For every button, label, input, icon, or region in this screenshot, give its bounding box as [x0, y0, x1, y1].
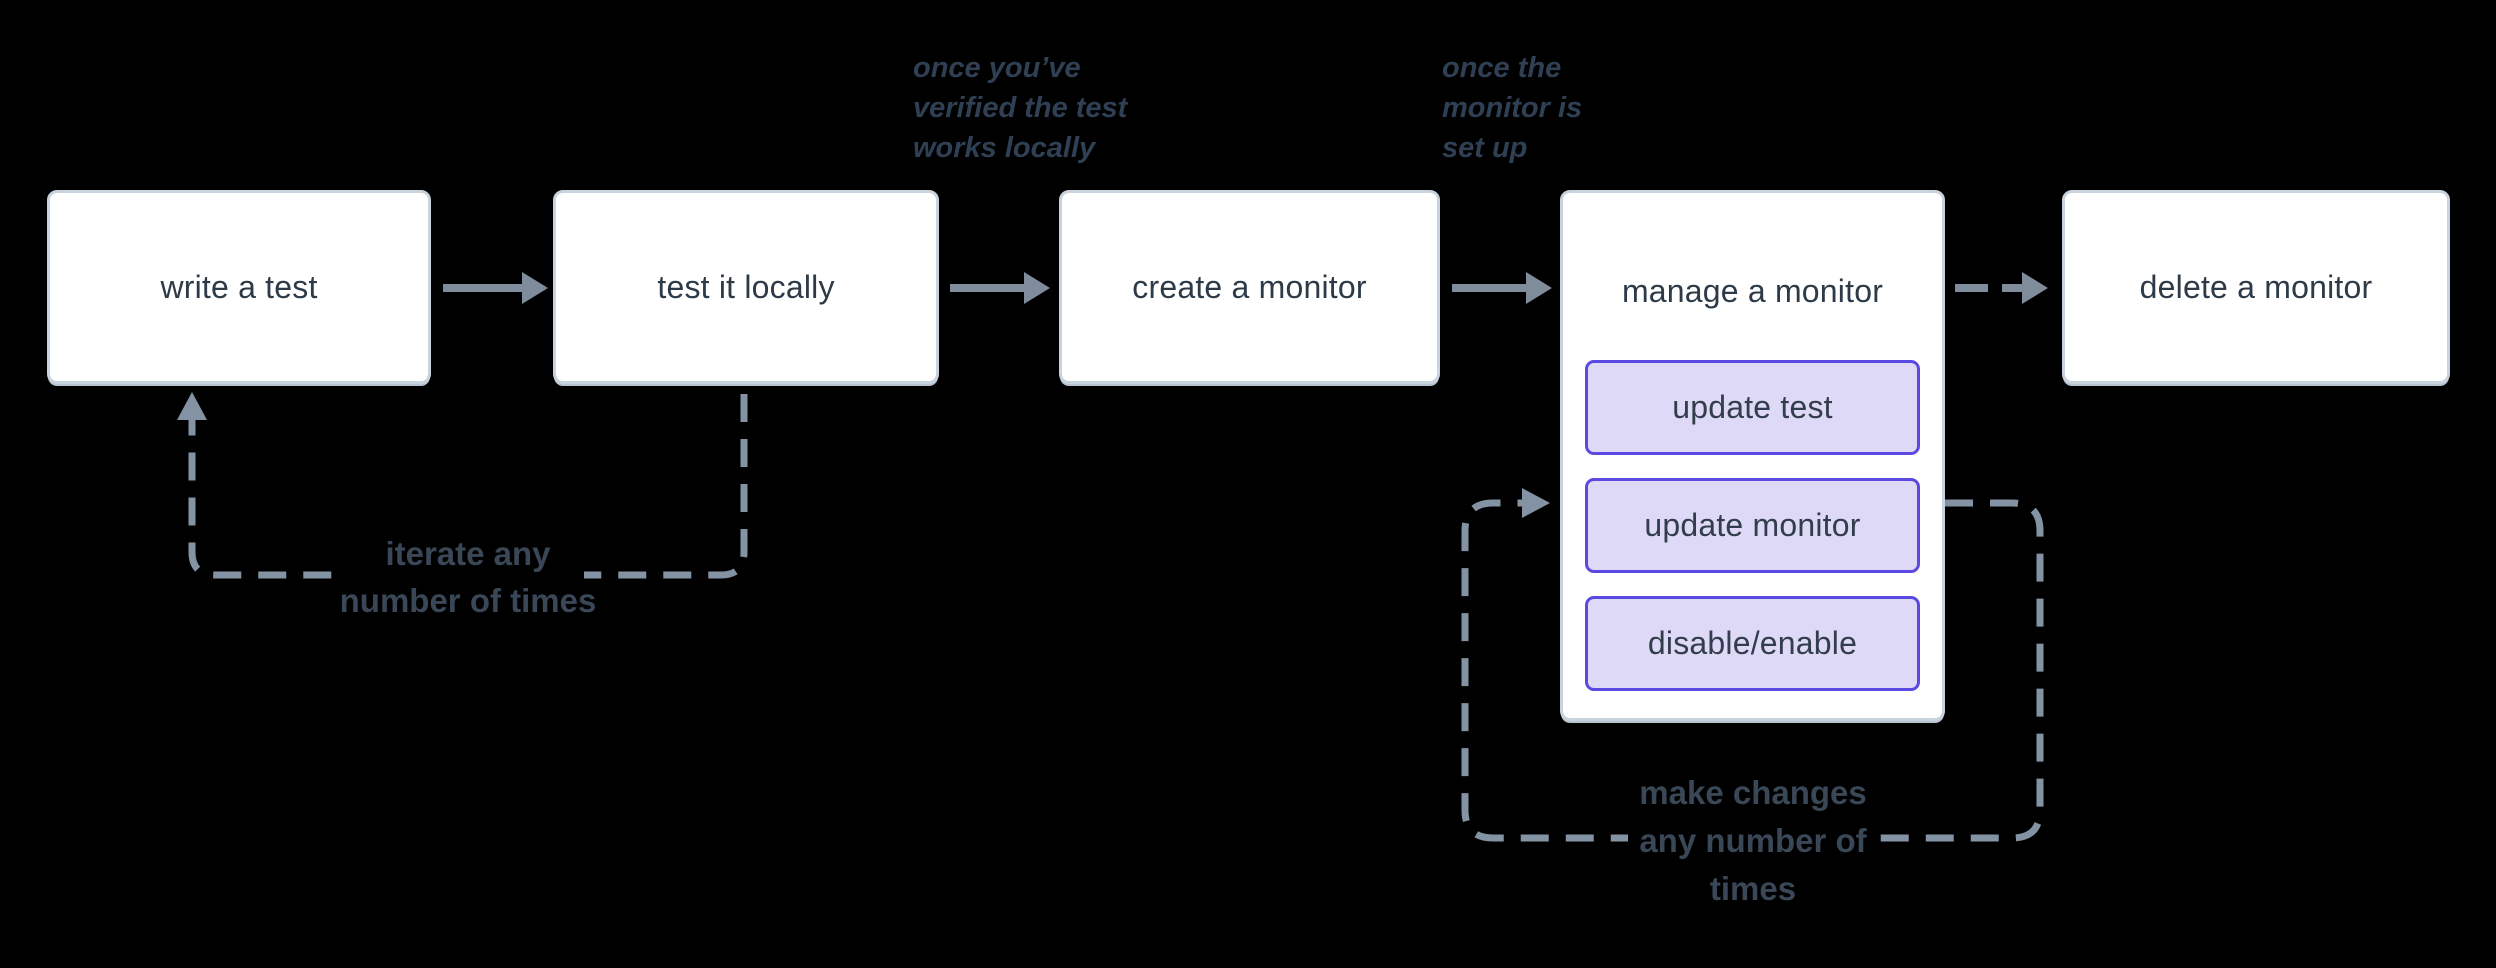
node-manage-a-monitor-title: manage a monitor: [1563, 193, 1942, 389]
annotation-setup-line1: once the: [1442, 52, 1562, 84]
annotation-verified-line3: works locally: [913, 132, 1096, 164]
disable-enable-button: disable/enable: [1585, 596, 1920, 691]
node-write-a-test-label: write a test: [160, 268, 318, 305]
node-test-it-locally: test it locally: [553, 190, 939, 384]
annotation-verified-line1: once you’ve: [913, 52, 1081, 84]
node-manage-a-monitor: manage a monitor update test update moni…: [1560, 190, 1945, 721]
caption-changes-line3: times: [1709, 870, 1797, 907]
arrow-create-to-manage: [1452, 272, 1552, 304]
node-delete-a-monitor: delete a monitor: [2062, 190, 2450, 384]
annotation-setup-line3: set up: [1442, 132, 1528, 164]
disable-enable-label: disable/enable: [1647, 625, 1858, 661]
annotation-verified-line2: verified the test: [913, 92, 1128, 124]
caption-iterate-line1: iterate any: [385, 535, 551, 572]
caption-make-changes: make changes any number of times: [1603, 769, 1903, 913]
node-test-it-locally-label: test it locally: [657, 268, 835, 305]
caption-changes-line1: make changes: [1639, 774, 1867, 811]
node-delete-a-monitor-label: delete a monitor: [2139, 268, 2373, 305]
annotation-setup-line2: monitor is: [1442, 92, 1583, 124]
node-write-a-test: write a test: [47, 190, 431, 384]
arrow-write-to-test: [443, 272, 548, 304]
caption-iterate-line2: number of times: [339, 582, 597, 619]
node-create-a-monitor: create a monitor: [1059, 190, 1440, 384]
annotation-monitor-setup: once the monitor is set up: [1442, 48, 1582, 168]
update-test-button: update test: [1585, 360, 1920, 455]
arrow-manage-to-delete-dashed: [1955, 272, 2048, 304]
caption-changes-line2: any number of: [1639, 822, 1867, 859]
update-monitor-label: update monitor: [1644, 507, 1861, 543]
update-test-label: update test: [1672, 389, 1833, 425]
update-monitor-button: update monitor: [1585, 478, 1920, 573]
caption-iterate: iterate any number of times: [318, 530, 618, 624]
node-create-a-monitor-label: create a monitor: [1132, 268, 1367, 305]
annotation-verified-locally: once you’ve verified the test works loca…: [913, 48, 1127, 168]
arrow-test-to-create: [950, 272, 1050, 304]
node-manage-a-monitor-label: manage a monitor: [1621, 272, 1884, 309]
